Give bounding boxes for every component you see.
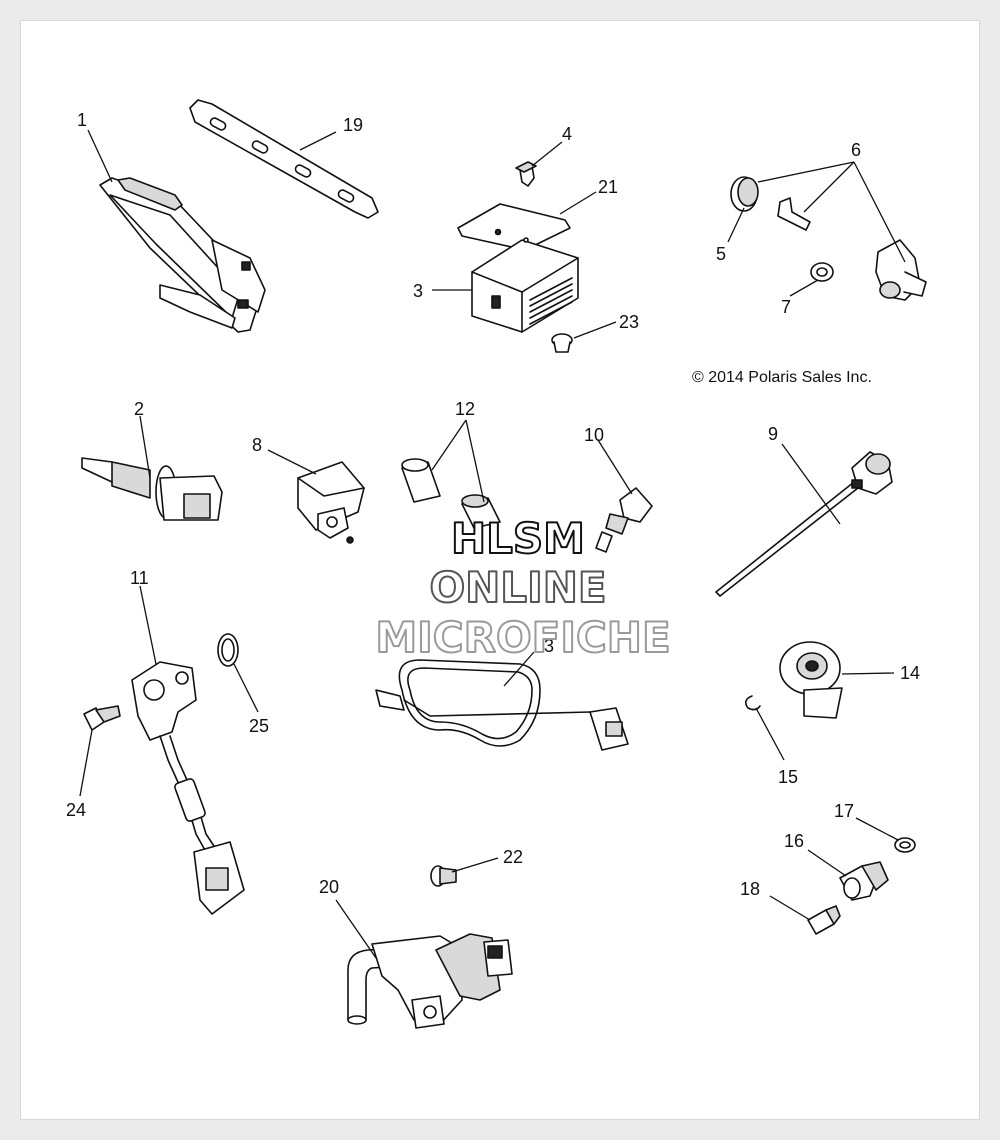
- leader-13: [503, 651, 535, 687]
- callout-12: 12: [455, 399, 475, 419]
- leader-1: [87, 129, 113, 183]
- leader-20: [335, 899, 377, 959]
- leader-4: [531, 141, 563, 167]
- leader-14: [841, 672, 895, 675]
- part-4-screw: [515, 161, 537, 187]
- part-13-harness: [375, 659, 629, 751]
- callout-16: 16: [784, 831, 804, 851]
- part-21-gasket: [457, 203, 571, 251]
- leader-9: [781, 443, 841, 525]
- part-5-cap: [730, 176, 759, 212]
- part-10-temp-sensor: [595, 487, 653, 553]
- part-8-map-sensor: [297, 461, 365, 544]
- callout-5: 5: [716, 244, 726, 264]
- callout-4: 4: [562, 124, 572, 144]
- callout-8: 8: [252, 435, 262, 455]
- leader-11: [139, 585, 157, 665]
- callout-17: 17: [834, 801, 854, 821]
- leader-16: [807, 849, 847, 877]
- callout-13: 13: [534, 636, 554, 656]
- part-12-capsule-b: [461, 494, 501, 529]
- callout-15: 15: [778, 767, 798, 787]
- watermark-line-2: ONLINE: [429, 563, 606, 612]
- leader-7: [789, 279, 819, 297]
- leader-2: [139, 415, 151, 479]
- callout-1: 1: [77, 110, 87, 130]
- leader-6a: [757, 161, 855, 183]
- callout-22: 22: [503, 847, 523, 867]
- part-3-module: [471, 237, 579, 333]
- part-15-clip: [744, 695, 761, 711]
- part-16-elbow: [839, 861, 889, 901]
- callout-25: 25: [249, 716, 269, 736]
- callout-23: 23: [619, 312, 639, 332]
- part-12-capsule-a: [401, 458, 441, 503]
- watermark: HLSM ONLINE MICROFICHE: [374, 513, 671, 663]
- leader-25: [233, 663, 259, 713]
- leader-19: [299, 131, 337, 151]
- part-20-valve: [347, 933, 513, 1029]
- leader-21: [559, 191, 597, 215]
- watermark-line-3: MICROFICHE: [375, 613, 670, 662]
- leader-23: [573, 321, 617, 339]
- part-22-screw: [430, 865, 457, 887]
- part-7-washer: [810, 262, 834, 282]
- callout-2: 2: [134, 399, 144, 419]
- leader-10: [597, 439, 633, 495]
- part-11-sensor-harness: [131, 661, 245, 915]
- part-6-clip: [777, 197, 811, 231]
- leader-12a: [431, 419, 467, 471]
- callout-9: 9: [768, 424, 778, 444]
- leader-24: [79, 729, 93, 797]
- callout-18: 18: [740, 879, 760, 899]
- part-9-o2-sensor: [715, 451, 893, 597]
- callout-20: 20: [319, 877, 339, 897]
- copyright-notice: © 2014 Polaris Sales Inc.: [692, 369, 872, 386]
- callout-21: 21: [598, 177, 618, 197]
- part-24-bolt: [83, 705, 121, 731]
- part-17-o-ring: [894, 837, 916, 853]
- leader-6c: [853, 161, 906, 263]
- leader-18: [769, 895, 811, 921]
- callout-10: 10: [584, 425, 604, 445]
- part-18-bolt: [807, 905, 841, 935]
- callout-14: 14: [900, 663, 920, 683]
- callout-19: 19: [343, 115, 363, 135]
- callout-11: 11: [130, 568, 149, 588]
- part-19-bracket: [189, 99, 379, 219]
- part-1-ecu: [99, 177, 266, 333]
- callout-7: 7: [781, 297, 791, 317]
- watermark-line-1: HLSM: [451, 514, 585, 563]
- leader-17: [855, 817, 899, 841]
- leader-6b: [803, 161, 855, 213]
- callout-3: 3: [413, 281, 423, 301]
- leader-8: [267, 449, 317, 475]
- part-2-sensor: [81, 457, 223, 521]
- callout-6: 6: [851, 140, 861, 160]
- callout-24: 24: [66, 800, 86, 820]
- part-23-plug: [551, 333, 573, 353]
- leader-12b: [465, 419, 485, 503]
- leader-15: [755, 707, 785, 761]
- part-25-o-ring: [217, 633, 239, 667]
- part-6-sensor: [875, 239, 927, 301]
- leader-22: [451, 857, 499, 873]
- leader-5: [727, 207, 745, 243]
- part-14-knock-sensor: [779, 641, 843, 719]
